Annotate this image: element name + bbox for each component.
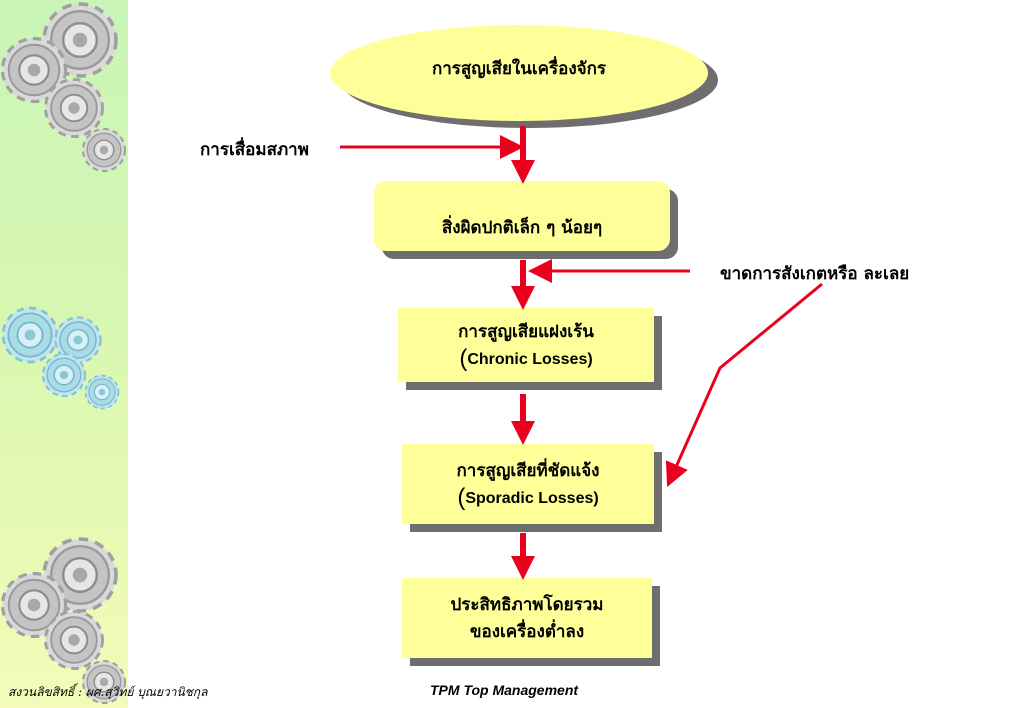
- small-defects-label: สิ่งผิดปกติเล็ก ๆ น้อยๆ: [441, 217, 603, 238]
- machine-loss-label: การสูญเสียในเครื่องจักร: [431, 58, 607, 79]
- deterioration-label: การเสื่อมสภาพ: [200, 140, 309, 160]
- footer-title: TPM Top Management: [430, 682, 579, 698]
- sporadic-losses-en: Sporadic Losses): [465, 489, 599, 507]
- footer-copyright: สงวนลิขสิทธิ์ : ผศ.สุวิทย์ บุณยวานิชกุล: [8, 685, 208, 699]
- sporadic-losses-en-line: (Sporadic Losses): [457, 484, 598, 512]
- chronic-losses-node: การสูญเสียแฝงเร้น (Chronic Losses): [398, 308, 654, 382]
- efficiency-node: ประสิทธิภาพโดยรวม ของเครื่องต่ำลง: [402, 578, 652, 658]
- chronic-losses-en: Chronic Losses): [467, 350, 593, 368]
- efficiency-line2: ของเครื่องต่ำลง: [469, 622, 585, 642]
- open-paren: (: [457, 483, 466, 511]
- small-defects-node: สิ่งผิดปกติเล็ก ๆ น้อยๆ: [374, 181, 670, 251]
- chronic-losses-en-line: (Chronic Losses): [459, 345, 592, 373]
- efficiency-line1: ประสิทธิภาพโดยรวม: [450, 595, 604, 615]
- machine-loss-node: การสูญเสียในเครื่องจักร: [330, 25, 708, 121]
- open-paren: (: [459, 344, 468, 372]
- sporadic-losses-thai: การสูญเสียที่ชัดแจ้ง: [456, 460, 600, 481]
- lack-of-observation-label: ขาดการสังเกตหรือ ละเลย: [720, 264, 910, 284]
- sporadic-trigger-arrow: [665, 282, 823, 487]
- chronic-losses-thai: การสูญเสียแฝงเร้น: [458, 321, 594, 342]
- sporadic-losses-node: การสูญเสียที่ชัดแจ้ง (Sporadic Losses): [402, 444, 654, 524]
